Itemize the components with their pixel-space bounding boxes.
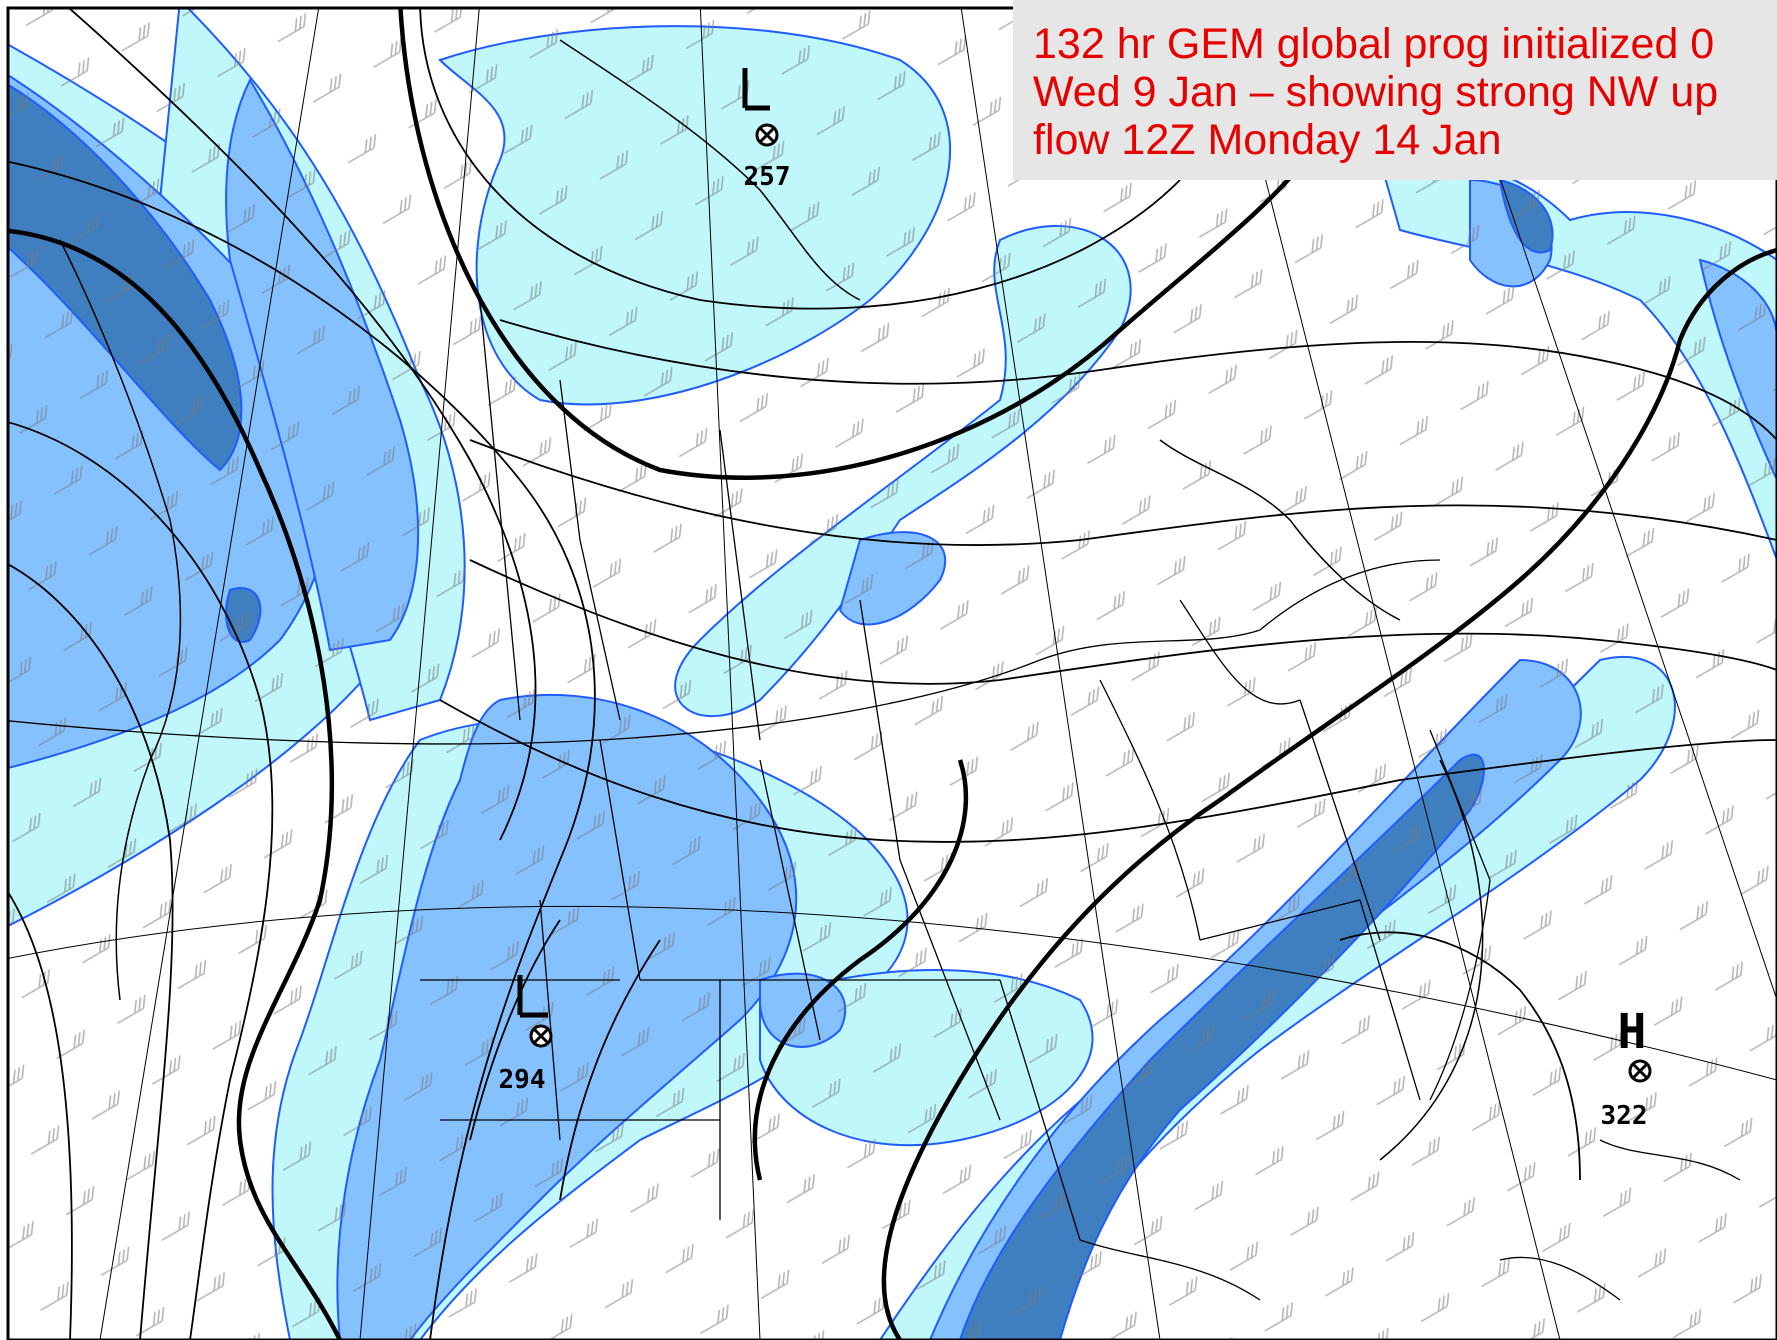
coastlines [59, 39, 1484, 1161]
center-symbol-icon [529, 1024, 553, 1048]
pressure-center-value: 294 [499, 1065, 546, 1095]
pressure-center-low-north: 257 [742, 68, 791, 192]
center-symbol-icon [1628, 1059, 1652, 1083]
map-frame [6, 6, 1777, 1340]
pressure-center-value: 257 [744, 162, 791, 192]
center-symbol-icon [755, 123, 779, 147]
pressure-center-high-east: H 322 [1601, 1004, 1652, 1131]
pressure-center-letter: H [1618, 1004, 1647, 1060]
annotation-box: 132 hr GEM global prog initialized 0 Wed… [1013, 0, 1777, 180]
annotation-line-3: flow 12Z Monday 14 Jan [1033, 116, 1502, 164]
pressure-center-value: 322 [1601, 1101, 1648, 1131]
annotation-line-2: Wed 9 Jan – showing strong NW up [1033, 68, 1719, 116]
political-boundaries [8, 299, 1741, 1301]
annotation-line-1: 132 hr GEM global prog initialized 0 [1033, 20, 1715, 68]
pressure-center-low-west: 294 [499, 975, 553, 1095]
